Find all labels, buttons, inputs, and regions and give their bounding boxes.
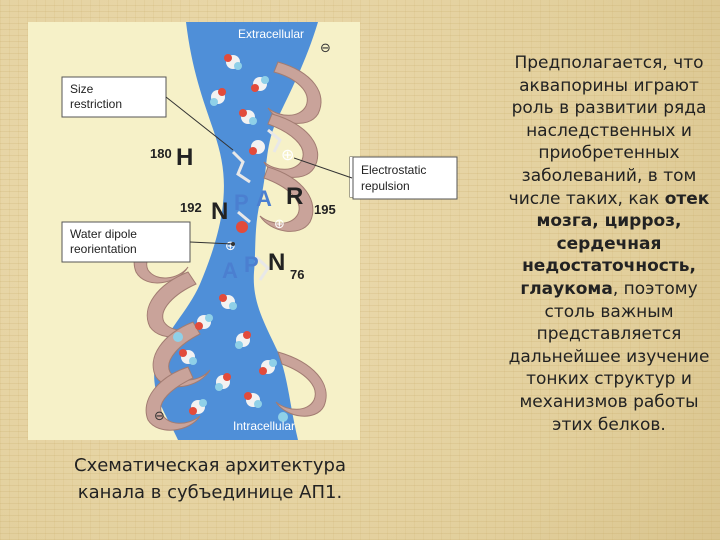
minus-charge-top: ⊖ [320,41,331,56]
svg-text:192: 192 [180,200,202,215]
svg-text:Water dipole: Water dipole [70,227,137,241]
caption-line-1: Схематическая архитектура [74,455,346,476]
svg-text:Electrostatic: Electrostatic [361,163,426,177]
size-restriction-box: Size restriction [61,76,234,151]
plus-charge-1: ⊕ [281,145,294,164]
side-text-outro: , поэтому столь важным представляется да… [508,278,710,435]
electrostatic-label-overlay: Electrostatic repulsion [352,156,458,200]
svg-text:P: P [234,190,249,215]
svg-text:H: H [176,144,193,171]
svg-text:restriction: restriction [70,97,122,111]
channel-diagram: Extracellular Intracellular ⊖ ⊖ ⊕ ⊕ ⊕ Si… [61,22,360,440]
aquaporin-channel-figure: Extracellular Intracellular ⊖ ⊖ ⊕ ⊕ ⊕ Si… [28,22,360,440]
svg-text:76: 76 [290,267,304,282]
intracellular-label: Intracellular [233,419,295,433]
residue-ap-n76: A P N 76 [222,249,304,283]
svg-text:reorientation: reorientation [70,242,137,256]
caption-line-2: канала в субъединице АП1. [77,482,343,503]
figure-caption: Схематическая архитектура канала в субъе… [40,452,380,506]
svg-text:repulsion: repulsion [361,179,410,193]
water-molecules [173,54,288,422]
side-text-intro: Предполагается, что аквапорины играют ро… [508,53,707,209]
svg-text:180: 180 [150,146,172,161]
svg-text:R: R [286,183,303,210]
residue-n192: 192 N [180,198,228,225]
side-chains [231,128,282,281]
electrostatic-pointer [294,157,353,179]
svg-text:195: 195 [314,202,336,217]
minus-charge-bottom: ⊖ [154,409,165,424]
extracellular-label: Extracellular [238,27,304,41]
water-dipole-box: Water dipole reorientation [61,221,235,263]
residue-h180: 180 H [150,144,193,171]
plus-charge-2: ⊕ [274,217,285,232]
svg-text:A: A [256,186,272,211]
svg-text:N: N [268,249,285,276]
svg-text:N: N [211,198,228,225]
residue-r195: R 195 [286,183,336,217]
svg-text:A: A [222,258,238,283]
side-text-diseases: отек мозга, цирроз, сердечная недостаточ… [520,188,710,299]
svg-text:Size: Size [70,82,94,96]
side-paragraph: Предполагается, что аквапорины играют ро… [498,52,720,436]
residue-pa: P A [234,186,272,215]
plus-charge-3: ⊕ [225,239,236,254]
svg-text:P: P [244,252,259,277]
